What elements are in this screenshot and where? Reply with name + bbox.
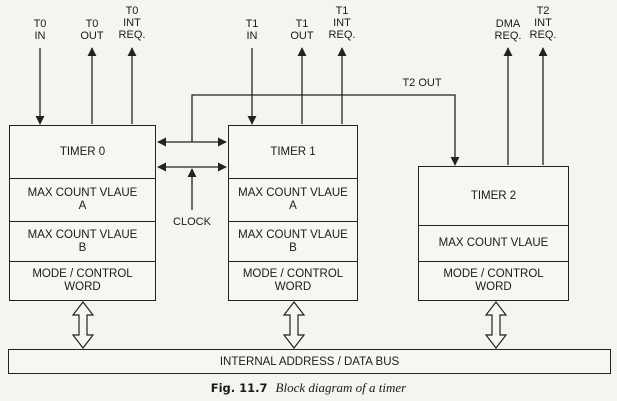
timer2-max-count: MAX COUNT VLAUE: [419, 225, 568, 261]
timer1-mode-control: MODE / CONTROL WORD: [229, 261, 357, 300]
bus-arrow-timer2: [484, 301, 508, 349]
t2-out-line: [191, 94, 460, 166]
timer2-title: TIMER 2: [470, 189, 517, 202]
timer0-block: TIMER 0 MAX COUNT VLAUE A MAX COUNT VLAU…: [9, 125, 156, 301]
t1-int-req-label: T1 INT REQ.: [328, 5, 356, 41]
bus-arrow-timer1: [282, 301, 306, 349]
figure-caption: Fig. 11.7 Block diagram of a timer: [0, 380, 617, 396]
timer2-mode-control: MODE / CONTROL WORD: [419, 261, 568, 300]
internal-data-bus: INTERNAL ADDRESS / DATA BUS: [8, 349, 611, 374]
timer1-max-count-b: MAX COUNT VLAUE B: [229, 221, 357, 261]
timer1-max-count-a: MAX COUNT VLAUE A: [229, 178, 357, 221]
figure-number: Fig. 11.7: [210, 381, 268, 395]
timer1-block: TIMER 1 MAX COUNT VLAUE A MAX COUNT VLAU…: [228, 125, 358, 301]
timer2-block: TIMER 2 MAX COUNT VLAUE MODE / CONTROL W…: [418, 166, 569, 301]
t0-in-label: T0 IN: [33, 18, 47, 42]
timer1-title: TIMER 1: [270, 145, 316, 158]
t1-in-label: T1 IN: [245, 18, 259, 42]
bus-arrow-timer0: [71, 301, 95, 349]
timer0-title: TIMER 0: [59, 145, 106, 158]
figure-caption-text: Block diagram of a timer: [275, 380, 407, 395]
timer0-mode-control: MODE / CONTROL WORD: [10, 261, 155, 300]
t1-out-label: T1 OUT: [290, 18, 314, 42]
t2-int-req-label: T2 INT REQ.: [529, 5, 557, 41]
timer0-max-count-b: MAX COUNT VLAUE B: [10, 221, 155, 261]
t2-out-label: T2 OUT: [402, 77, 442, 89]
clock-label: CLOCK: [173, 216, 211, 228]
t0-out-label: T0 OUT: [80, 18, 104, 42]
dma-req-label: DMA REQ.: [494, 18, 522, 42]
t0-int-req-label: T0 INT REQ.: [118, 5, 146, 41]
timer0-max-count-a: MAX COUNT VLAUE A: [10, 178, 155, 221]
